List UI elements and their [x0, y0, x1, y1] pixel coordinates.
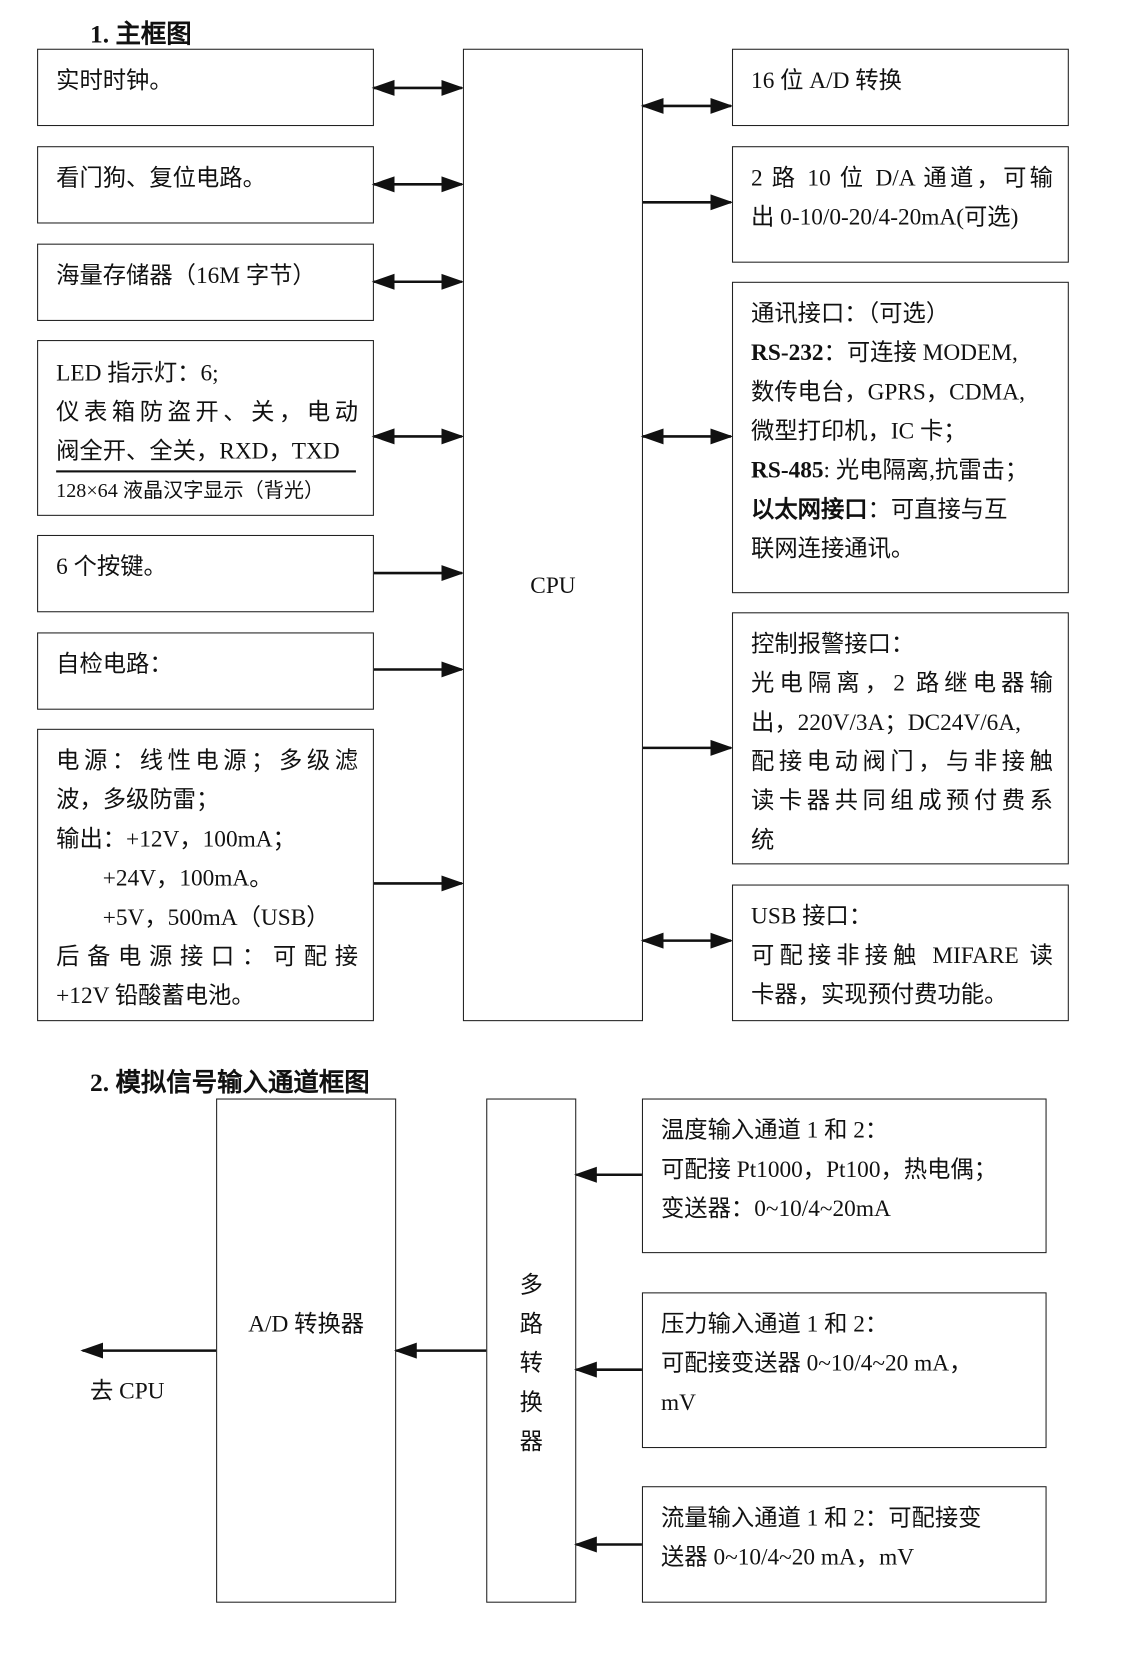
pressure-input-box: 压力输入通道 1 和 2： 可配接变送器 0~10/4~20 mA， mV [641, 1292, 1047, 1449]
lcd-line: 128×64 液晶汉字显示（背光） [56, 470, 356, 510]
box-line: +12V 铅酸蓄电池。 [56, 981, 255, 1009]
box-line: 出，220V/3A；DC24V/6A, [751, 708, 1021, 736]
ethernet-text: ：可直接与互 [867, 495, 1008, 523]
led-display-box: LED 指示灯：6; 仪表箱防盗开、关，电动 阀全开、全关，RXD，TXD 12… [37, 340, 374, 516]
ethernet-label: 以太网接口 [751, 495, 868, 523]
box-line: 卡器，实现预付费功能。 [751, 980, 1008, 1008]
comm-box: 通讯接口：（可选） RS-232：可连接 MODEM, 数传电台，GPRS，CD… [731, 281, 1069, 594]
control-alarm-box: 控制报警接口： 光电隔离，2 路继电器输 出，220V/3A；DC24V/6A,… [731, 612, 1069, 865]
box-line: 变送器：0~10/4~20mA [661, 1194, 891, 1222]
box-line: +5V，500mA（USB） [56, 903, 330, 931]
rs232-line: RS-232：可连接 MODEM, [751, 333, 1053, 372]
box-line: 联网连接通讯。 [751, 534, 915, 562]
usb-box: USB 接口： 可配接非接触 MIFARE 读 卡器，实现预付费功能。 [731, 884, 1069, 1022]
mux-box: 多 路 转 换 器 [486, 1098, 577, 1603]
mux-char: 多 [519, 1271, 543, 1298]
flow-input-box: 流量输入通道 1 和 2：可配接变 送器 0~10/4~20 mA，mV [641, 1486, 1047, 1603]
mux-char: 路 [519, 1310, 543, 1337]
adc-box: A/D 转换器 [216, 1098, 397, 1603]
box-line: 光电隔离，2 路继电器输 [751, 669, 1053, 696]
box-line: 16 位 A/D 转换 [751, 66, 902, 94]
box-line: 海量存储器（16M 字节） [56, 261, 316, 289]
box-line: 可配接 Pt1000，Pt100，热电偶； [661, 1155, 998, 1183]
box-line: 实时时钟。 [56, 66, 173, 94]
box-line: mV [661, 1388, 696, 1416]
box-line: 电源：线性电源；多级滤 [56, 746, 359, 774]
mux-char: 转 [519, 1349, 543, 1377]
box-line: 输出：+12V，100mA； [56, 825, 296, 852]
rs485-line: RS-485: 光电隔离,抗雷击； [751, 450, 1053, 489]
section2-title: 2. 模拟信号输入通道框图 [90, 1069, 370, 1098]
mux-char: 器 [519, 1427, 543, 1455]
selftest-box: 自检电路： [37, 632, 374, 710]
storage-box: 海量存储器（16M 字节） [37, 243, 374, 321]
rs485-label: RS-485 [751, 456, 824, 484]
box-line: 波，多级防雷； [56, 786, 220, 813]
box-line: 压力输入通道 1 和 2： [661, 1310, 889, 1337]
mux-char: 换 [519, 1388, 543, 1416]
box-line: 送器 0~10/4~20 mA，mV [661, 1543, 915, 1570]
box-line: 6 个按键。 [56, 552, 167, 580]
box-line: 自检电路： [56, 650, 173, 677]
box-line: 通讯接口：（可选） [751, 299, 950, 327]
box-line: +24V，100mA。 [56, 864, 273, 891]
box-line: 配接电动阀门，与非接触 [751, 747, 1053, 775]
ethernet-line: 以太网接口：可直接与互 [751, 489, 1053, 528]
box-line: 看门狗、复位电路。 [56, 164, 266, 191]
box-line: 控制报警接口： [751, 630, 915, 657]
box-line: 可配接非接触 MIFARE 读 [751, 941, 1053, 969]
box-line: 阀全开、全关，RXD，TXD [56, 437, 340, 464]
mux-label: 多 路 转 换 器 [487, 1265, 575, 1461]
rs485-text: : 光电隔离,抗雷击； [823, 456, 1029, 484]
box-line: 统 [751, 826, 775, 853]
box-line: 可配接变送器 0~10/4~20 mA， [661, 1349, 973, 1377]
section1-title: 1. 主框图 [90, 21, 192, 49]
cpu-label: CPU [530, 572, 576, 599]
temperature-input-box: 温度输入通道 1 和 2： 可配接 Pt1000，Pt100，热电偶； 变送器：… [641, 1098, 1047, 1254]
box-line: 流量输入通道 1 和 2：可配接变 [661, 1504, 982, 1531]
cpu-box: CPU [462, 48, 643, 1022]
adc-label: A/D 转换器 [248, 1310, 365, 1337]
rtc-box: 实时时钟。 [37, 48, 374, 127]
box-line: LED 指示灯：6; [56, 359, 219, 386]
da-box: 2 路 10 位 D/A 通道，可输 出 0-10/0-20/4-20mA(可选… [731, 146, 1069, 263]
box-line: 后备电源接口：可配接 [56, 942, 359, 970]
keys-box: 6 个按键。 [37, 534, 374, 613]
box-line: 微型打印机，IC 卡； [751, 417, 967, 444]
box-line: 数传电台，GPRS，CDMA, [751, 378, 1025, 405]
box-line: 温度输入通道 1 和 2： [661, 1116, 889, 1143]
rs232-text: ：可连接 MODEM, [823, 338, 1018, 366]
rs232-label: RS-232 [751, 338, 824, 366]
box-line: 读卡器共同组成预付费系 [751, 787, 1053, 814]
ad-box: 16 位 A/D 转换 [731, 48, 1069, 127]
box-line: 仪表箱防盗开、关，电动 [56, 398, 359, 425]
box-line: 2 路 10 位 D/A 通道，可输 [751, 164, 1053, 191]
box-line: 出 0-10/0-20/4-20mA(可选) [751, 203, 1019, 230]
power-box: 电源：线性电源；多级滤 波，多级防雷； 输出：+12V，100mA； +24V，… [37, 728, 374, 1022]
to-cpu-label: 去 CPU [90, 1377, 165, 1404]
watchdog-box: 看门狗、复位电路。 [37, 146, 374, 224]
box-line: USB 接口： [751, 902, 873, 930]
